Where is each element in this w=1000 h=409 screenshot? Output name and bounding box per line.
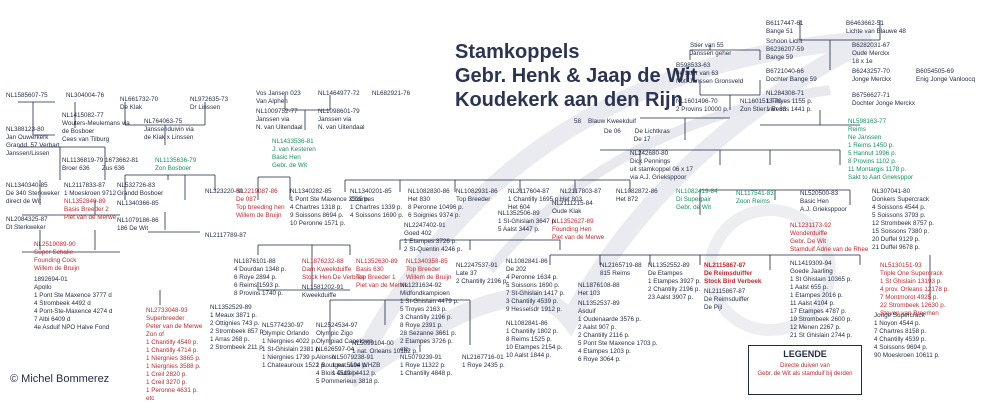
pedigree-node: NL2167716-01 1 Roye 2435 p. <box>462 354 505 369</box>
pedigree-node: NL2117803-87 Het 803 <box>560 188 602 203</box>
pedigree-node: NL1340201-85 Chartres 1 Chartres 1339 p.… <box>350 188 404 219</box>
pedigree-node: B6117447-61 Bange 51 <box>766 20 804 35</box>
pedigree-node: NL598163-77 Reims Ne Janssen 1 Reims 145… <box>848 118 914 181</box>
pedigree-node: B6756627-71 Dochter Jonge Merckx <box>852 92 915 107</box>
pedigree-node: NL1082830-86 Het 830 8 Peronne 10496 p. … <box>408 188 464 219</box>
pedigree-node: NL284308-71 1 Troyes 1155 p. 1 Reims 144… <box>766 90 813 113</box>
pedigree-node: NL520500-83 Basic Hen A.J. Grieksppoor <box>800 190 847 213</box>
pedigree-node: NL1340366-85 <box>117 200 159 207</box>
pedigree-node: 58 Blauw Kweekduif <box>574 118 636 125</box>
pedigree-node: NL1009752-77 Janssen via N. van Uitendaa… <box>256 108 303 131</box>
pedigree-node: NL1876108-88 Het 103 <box>578 282 620 297</box>
pedigree-node: Vos Jansen 023 Van Alphen <box>256 90 301 105</box>
pedigree-node: B6463662-51 Lichte van Blauwe 48 <box>846 20 906 35</box>
pedigree-node: NL2519089-90 Super Schalie Founding Cock… <box>34 241 80 272</box>
pedigree-node: NL1352630-89 Basis 630 Top Breeder 1 Pie… <box>356 258 409 289</box>
pedigree-node: NL242680-80 Dick Pennings uit stamkoppel… <box>630 150 694 181</box>
copyright-notice: © Michel Bommerez <box>10 373 110 385</box>
title-line-3: Koudekerk aan den Rijn <box>455 89 683 111</box>
pedigree-node: NL388123-80 Jan Ouwerkerk Grandd. 57 Ver… <box>6 126 60 157</box>
pedigree-node: NL1876101-88 4 Dourdan 1348 p. 6 Roye 28… <box>234 258 287 297</box>
pedigree-node: NL1415082-77 Wouters-Meulemans via de Bo… <box>62 112 130 143</box>
pedigree-node: NL2115867-87 De Reimsduiffer De Pijl <box>704 288 750 311</box>
pedigree-node: NL1135636-79 Zon Bosboer <box>155 157 197 172</box>
pedigree-node: NL5079239-91 1 Roye 11322 p. 1 Chantilly… <box>400 354 453 377</box>
pedigree-node: NL1136819-79 1673662-81 Broer 636 Zus 63… <box>62 157 139 172</box>
pedigree-node: NL2117833-87 1 Moeskroen 9712 <box>64 182 117 197</box>
pedigree-node: NL1352840-89 Basis Breeder 2 Piet van de… <box>64 198 117 221</box>
pedigree-node: NL532726-83 Grandd Bosboer <box>117 182 164 197</box>
pedigree-node: NL1082931-86 Top Breeder <box>456 188 498 203</box>
pedigree-node: NL1082841-86 1 Chantilly 1802 p. 8 Reims… <box>506 320 563 359</box>
pedigree-node: NL1082872-86 Het 872 <box>616 188 658 203</box>
title-line-1: Stamkoppels <box>455 41 580 63</box>
pedigree-node: NL2219087-86 De 087 Top breeding hen Wil… <box>236 188 285 219</box>
pedigree-node: B6721040-66 Dochter Bange 59 <box>766 68 817 83</box>
pedigree-node: NL117541-83 Zoon Reims <box>736 190 774 205</box>
pedigree-node: NL1876232-88 Dam Kweekduiffe Stock Hen D… <box>302 258 365 281</box>
pedigree-node: NL1231634-92 Midfondkampioen 1 St-Ghisla… <box>400 282 459 353</box>
pedigree-node: NL2111215-84 Oude Klak <box>552 200 593 215</box>
pedigree-node: NL1340340-85 De 340 Sterkweker direct de… <box>6 182 60 205</box>
pedigree-node: B6054505-69 Enig Jonge Vanloocq <box>916 68 976 83</box>
pedigree-node: De 06 De Lichtkras De 17 <box>604 128 670 143</box>
pedigree-node: NL2165719-88 815 Reims <box>600 262 642 277</box>
pedigree-node: NL764063-75 Janssenduivin via de Klak x … <box>144 118 194 141</box>
pedigree-node: NL682921-76 <box>372 90 411 97</box>
page-title: Stamkoppels Gebr. Henk & Jaap de Wit Kou… <box>455 40 697 112</box>
pedigree-node: NL1340282-85 1 Pont Ste Maxence 3525 p. … <box>290 188 370 227</box>
pedigree-node: NL972635-73 Dr Linssen <box>190 96 229 111</box>
pedigree-node: NL5099104-00 1 nat. Orleans 10182 p. <box>352 340 418 355</box>
pedigree-node: Stier van 55 Janssen geher <box>690 42 732 57</box>
legend-title: LEGENDE <box>783 349 827 359</box>
pedigree-node: NL1433536-81 J. van Kesteren Basic Hen G… <box>272 138 316 169</box>
pedigree-node: NL2117789-87 <box>205 232 247 239</box>
pedigree-node: B598533-63 de Stier van 63 Not. Janssen … <box>676 62 744 85</box>
pedigree-node: NL1585607-75 <box>6 92 48 99</box>
pedigree-node: NL2524534-97 Olympic Zigo Olympiad Capet… <box>316 322 380 385</box>
pedigree-node: NL1352506-89 1 St-Ghislain 3647 p. 5 Aal… <box>498 210 557 233</box>
pedigree-node: NL1352529-89 1 Meaux 3871 p. 2 Ottignies… <box>210 304 265 351</box>
legend-text: Directe duiven van Gebr. de Wit als stam… <box>757 363 853 377</box>
pedigree-node: B6236207-59 Bange 59 <box>766 46 804 61</box>
pedigree-node: NL323220-80 <box>205 188 244 195</box>
pedigree-node: NL2733048-93 Superbreeder Peter van de M… <box>146 307 203 402</box>
pedigree-node: NL1082419-84 Di Superpair Gebr. de Wit <box>676 188 718 211</box>
pedigree-node: NL1082841-86 De 202 4 Peronne 1634 p. 5 … <box>506 258 565 313</box>
pedigree-node: NL5079238-91 1 nat. Ace WHZB 1 Dutfel 44… <box>332 354 381 377</box>
title-line-2: Gebr. Henk & Jaap de Wit <box>455 65 698 87</box>
pedigree-node: NL2117604-87 1 Chantilly 1695 p. Het 604 <box>508 188 561 211</box>
pedigree-node: 1892694-01 Apollo 1 Pont Ste Maxence 377… <box>34 276 113 331</box>
pedigree-node: NL304004-76 <box>66 92 105 99</box>
pedigree-node: NL1340358-85 Top Breeder Willem de Bruij… <box>406 258 452 281</box>
pedigree-node: NL5774230-97 Olympic Orlando 1 Niergnies… <box>262 322 327 369</box>
pedigree-node: NL661732-70 De Klak <box>120 96 159 111</box>
pedigree-node: NL1352537-89 Asduif 1 Oudenaarde 3576 p.… <box>578 300 658 363</box>
pedigree-node: NL1464977-72 <box>318 90 360 97</box>
pedigree-node: NL1601496-70 2 Provins 10000 p. <box>676 98 729 113</box>
pedigree-node: NL2084325-87 Dt Sterkweker <box>6 216 48 231</box>
pedigree-node: NL1419309-94 Goede Jaarling 1 St Ghislai… <box>790 260 852 339</box>
pedigree-node: NL2115867-87 De Reimsduiffer Stock Bird … <box>704 262 762 285</box>
pedigree-node: NL1601513-70 Zon Stier van 63 <box>740 98 787 113</box>
pedigree-node: NL1231173-92 Wonderduiffe Gebr. De Wit S… <box>790 222 869 253</box>
pedigree-node: Schoon Licht <box>766 38 803 45</box>
pedigree-node: NL2247537-91 Late 37 2 Chantilly 2196 p. <box>456 262 509 285</box>
pedigree-node: NL1581202-91 Kweekduiffe <box>302 284 344 299</box>
pedigree-node: NL2247402-91 Goed 402 1 Etampes 3726 p. … <box>404 222 463 253</box>
pedigree-node: NL5130151-93 Triple One Supercrack 1 St … <box>880 262 949 317</box>
pedigree-node: NL1352552-89 De Etampes 1 Etampes 3927 p… <box>648 262 701 301</box>
pedigree-node: NL1098601-79 Janssen via N. van Uitendaa… <box>318 108 365 131</box>
pedigree-node: B6243257-70 Jonge Merckx <box>852 68 892 83</box>
pedigree-node: NL1352627-89 Founding Hen Piet van de Me… <box>552 218 605 241</box>
pedigree-node: NL1079186-86 186 De Wit <box>117 217 159 232</box>
pedigree-node: Jonge Supercrack 1 Noyon 4544 p. 7 Chart… <box>874 312 940 359</box>
pedigree-node: NL307041-80 Donkers Supercrack 4 Soisson… <box>872 188 934 251</box>
legend-box: LEGENDE Directe duiven van Gebr. de Wit … <box>748 345 862 395</box>
pedigree-node: B6282031-67 Oude Merckx 18 x 1e <box>852 42 890 65</box>
